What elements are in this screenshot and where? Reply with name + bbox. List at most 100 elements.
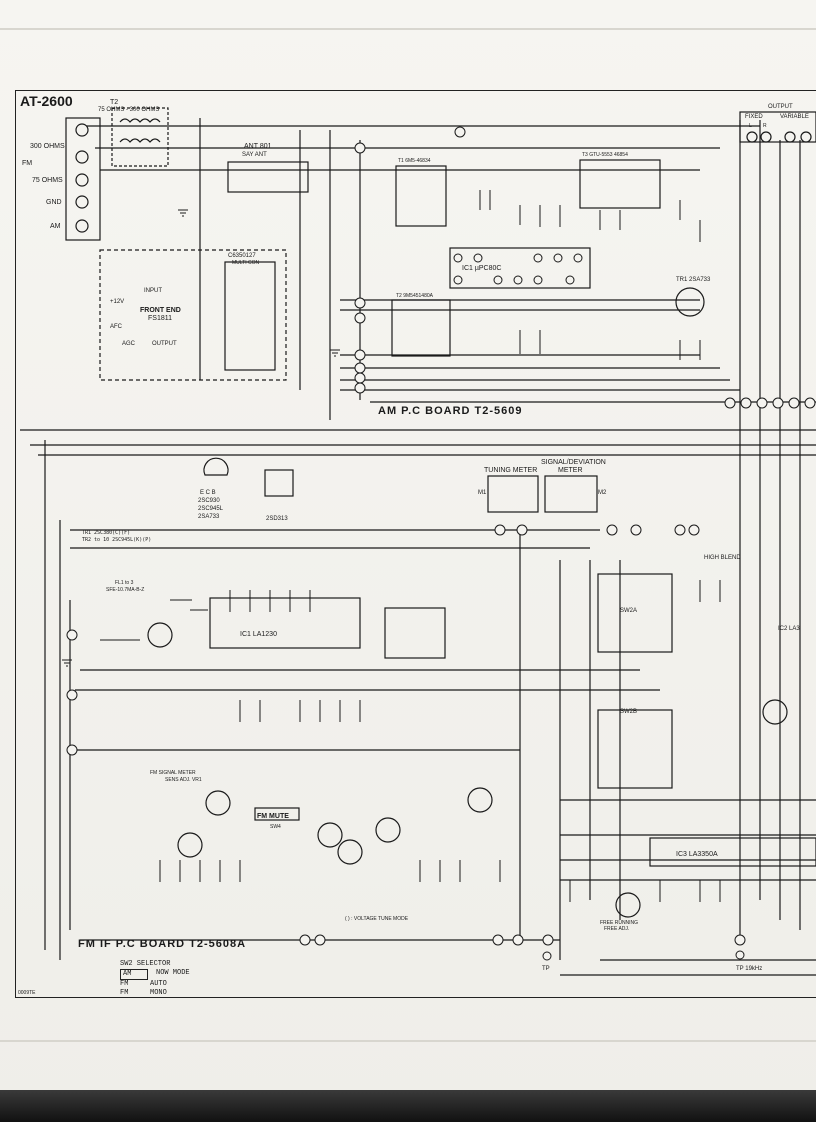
filter-desc: SFE-10.7MA-B-Z <box>106 587 144 593</box>
am-board-label: AM P.C BOARD T2-5609 <box>378 405 523 417</box>
front-end-pin-input: INPUT <box>144 288 162 294</box>
fm-note-2: TR2 to 10 2SC945L(K)(P) <box>82 537 151 543</box>
t2-desc: 75 OHMS - 300 OHMS <box>98 107 159 113</box>
ant-coil-box <box>227 161 309 193</box>
signal-adj-label: FM SIGNAL METER <box>150 770 196 776</box>
transistor-symbol <box>147 622 173 648</box>
mpx-ic-label: IC3 LA3350A <box>676 851 718 858</box>
transistor-symbol <box>467 787 493 813</box>
fm-board-label: FM IF P.C BOARD T2-5608A <box>78 938 246 950</box>
output-fixed: FIXED <box>745 114 763 120</box>
output-ch-r: R <box>763 123 767 129</box>
if-can-t1 <box>395 165 447 227</box>
transistor-type-2: 2SC945L <box>198 506 224 512</box>
terminal-300: 300 OHMS <box>30 143 65 150</box>
selector-legend: SW2 SELECTOR AM NOW MODE FM AUTO FM MONO <box>120 960 190 998</box>
tune-mode-note: ( ) : VOLTAGE TUNE MODE <box>345 916 409 922</box>
transistor-symbol <box>317 822 343 848</box>
fm-ic-label: IC1 LA1230 <box>240 631 277 638</box>
ic2-label: IC2 LA3 <box>778 626 800 632</box>
bus-line <box>44 440 71 960</box>
multi-con <box>224 261 276 371</box>
terminal-gnd: GND <box>46 199 62 206</box>
bus-line <box>519 530 621 960</box>
front-end-model: FS1811 <box>148 315 172 322</box>
free-run-label: FREE RUNNING <box>600 920 638 926</box>
front-end-pin-output: OUTPUT <box>152 341 177 347</box>
am-ic <box>449 247 591 289</box>
antenna-terminal-block <box>65 117 101 241</box>
transistor-symbol <box>762 699 788 725</box>
transistor-symbol <box>177 832 203 858</box>
drawing-code: 0009TE <box>18 990 36 996</box>
tuning-meter <box>487 475 539 513</box>
selector-value: MONO <box>150 989 167 997</box>
fm-coil <box>384 607 446 659</box>
t2-label: T2 <box>110 99 118 106</box>
selector-value: NOW MODE <box>156 969 190 977</box>
front-end-pin-agc: AGC <box>122 341 136 347</box>
multi-con-label: C6350127 <box>228 253 256 259</box>
front-end-module <box>99 249 287 381</box>
signal-meter <box>544 475 598 513</box>
transistor-symbol <box>337 839 363 865</box>
scanner-edge <box>0 1090 816 1122</box>
front-end-pin-12v: +12V <box>110 299 124 305</box>
am-ic-label: IC1 µPC80C <box>462 265 501 272</box>
fm-ic <box>209 597 361 649</box>
selector-row: AM NOW MODE <box>120 969 190 980</box>
selector-key: FM <box>120 989 129 997</box>
selector-value: AUTO <box>150 980 167 988</box>
bus-line <box>20 429 816 456</box>
am-coil-t3: T3 GTU-5553 46854 <box>582 152 628 158</box>
hi-blend-label: HIGH BLEND <box>704 555 741 561</box>
signal-meter-sub: METER <box>558 467 583 474</box>
bus-line <box>340 299 740 391</box>
fm-mute-box <box>254 807 300 821</box>
output-ch-l: L <box>749 123 752 129</box>
free-run-label-2: FREE ADJ. <box>604 926 629 932</box>
power-transistor-type: 2SD313 <box>266 516 288 522</box>
ant-coil-desc: SAY ANT <box>242 152 267 158</box>
ant-coil-label: ANT 801 <box>244 143 272 150</box>
am-coil-t2: T2 9M5451480A <box>396 293 434 299</box>
meter-m1: M1 <box>478 490 487 496</box>
selector-key: AM <box>120 969 148 980</box>
terminal-am: AM <box>50 223 61 230</box>
fm-label: FM <box>22 160 32 167</box>
fm-note-1: TR1 2SC380(C)(F) <box>82 530 130 536</box>
transistor-type-3: 2SA733 <box>198 514 220 520</box>
fold-line <box>0 28 816 30</box>
signal-adj-label-2: SENS ADJ. VR1 <box>165 777 202 783</box>
model-title: AT-2600 <box>20 93 73 109</box>
bus-line <box>560 799 816 881</box>
selector-key: FM <box>120 980 129 988</box>
output-jack-box <box>739 111 816 143</box>
bus-line <box>70 529 660 751</box>
filter-label: FL1 to 3 <box>115 580 134 586</box>
selector-title: SW2 SELECTOR <box>120 960 171 968</box>
selector-row: FM MONO <box>120 989 190 998</box>
tp-19k-label: TP 19kHz <box>736 966 762 972</box>
transistor-symbol <box>615 892 641 918</box>
rotary-switch-sw2a <box>597 573 673 653</box>
transistor-outline <box>203 457 229 476</box>
output-title: OUTPUT <box>768 104 793 110</box>
tp-label: TP <box>542 966 550 972</box>
mpx-ic <box>649 837 816 867</box>
terminal-75: 75 OHMS <box>32 177 63 184</box>
fm-mute-label: FM MUTE <box>257 813 289 820</box>
transistor-symbol <box>675 287 705 317</box>
transformer-t2 <box>111 107 169 167</box>
power-transistor-outline <box>264 469 294 497</box>
front-end-title: FRONT END <box>140 307 181 314</box>
meter-m2: M2 <box>598 490 607 496</box>
am-coil-t1: T1 6M5-46834 <box>398 158 431 164</box>
output-variable: VARIABLE <box>780 114 809 120</box>
bus-line <box>739 120 801 940</box>
front-end-pin-afc: AFC <box>110 324 123 330</box>
sw2a-label: SW2A <box>620 608 637 614</box>
multi-con-desc: MULTI CON <box>232 260 260 266</box>
